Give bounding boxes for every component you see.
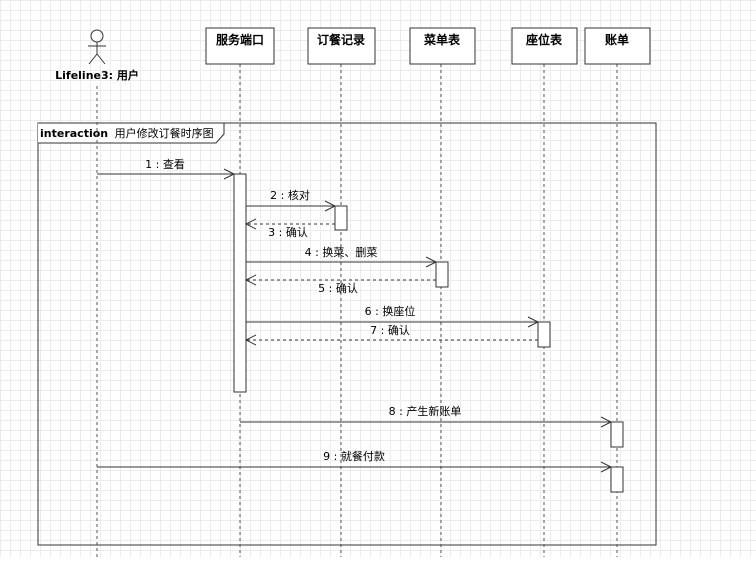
message-label: 2 : 核对 — [270, 188, 310, 202]
message-4[interactable]: 4 : 换菜、删菜 — [246, 245, 438, 268]
arrowhead-icon — [244, 334, 257, 346]
lifeline-label: 座位表 — [525, 32, 563, 47]
lifeline-label: 订餐记录 — [317, 32, 365, 47]
activation-bars — [233, 173, 624, 493]
lifeline-service[interactable]: 服务端口 — [205, 27, 275, 65]
message-label: 4 : 换菜、删菜 — [305, 245, 378, 259]
message-1[interactable]: 1 : 查看 — [97, 157, 236, 180]
arrowhead-icon — [425, 256, 438, 268]
message-label: 5 : 确认 — [318, 282, 358, 295]
arrowhead-icon — [600, 461, 613, 473]
message-label: 8 : 产生新账单 — [389, 404, 462, 418]
arrowhead-icon — [244, 218, 257, 230]
lifeline-label: 菜单表 — [423, 32, 461, 47]
message-2[interactable]: 2 : 核对 — [246, 188, 337, 212]
message-9[interactable]: 9 : 就餐付款 — [97, 449, 613, 473]
lifeline-label: 账单 — [605, 32, 629, 47]
message-label: 1 : 查看 — [145, 157, 185, 171]
actor-user[interactable]: Lifeline3: 用户 — [55, 29, 139, 82]
lifeline-menu-table[interactable]: 菜单表 — [409, 27, 476, 65]
bill-activation-1[interactable] — [610, 421, 624, 448]
actor-label: Lifeline3: 用户 — [55, 68, 139, 82]
arrowhead-icon — [324, 200, 337, 212]
interaction-frame[interactable]: interaction 用户修改订餐时序图 — [37, 122, 657, 546]
service-activation[interactable] — [233, 173, 247, 393]
frame-label: interaction 用户修改订餐时序图 — [40, 126, 214, 140]
lifeline-label: 服务端口 — [216, 32, 264, 47]
stick-figure-icon — [88, 29, 106, 65]
menu-activation[interactable] — [435, 261, 449, 288]
arrowhead-icon — [527, 316, 540, 328]
order-activation[interactable] — [334, 205, 348, 231]
message-5[interactable]: 5 : 确认 — [244, 274, 436, 295]
arrowhead-icon — [600, 416, 613, 428]
lifeline-seat-table[interactable]: 座位表 — [511, 27, 578, 65]
arrowhead-icon — [244, 274, 257, 286]
message-label: 9 : 就餐付款 — [323, 449, 385, 463]
message-label: 3 : 确认 — [268, 226, 308, 239]
message-label: 6 : 换座位 — [365, 304, 416, 318]
seat-activation[interactable] — [537, 321, 551, 348]
message-label: 7 : 确认 — [370, 324, 410, 337]
message-6[interactable]: 6 : 换座位 — [246, 304, 540, 328]
arrowhead-icon — [223, 168, 236, 180]
bill-activation-2[interactable] — [610, 466, 624, 493]
lifeline-order-record[interactable]: 订餐记录 — [307, 27, 376, 65]
frame-label-tab — [38, 122, 225, 144]
message-7[interactable]: 7 : 确认 — [244, 324, 538, 346]
lifeline-bill[interactable]: 账单 — [584, 27, 651, 65]
message-8[interactable]: 8 : 产生新账单 — [240, 404, 613, 428]
message-3[interactable]: 3 : 确认 — [244, 218, 335, 239]
